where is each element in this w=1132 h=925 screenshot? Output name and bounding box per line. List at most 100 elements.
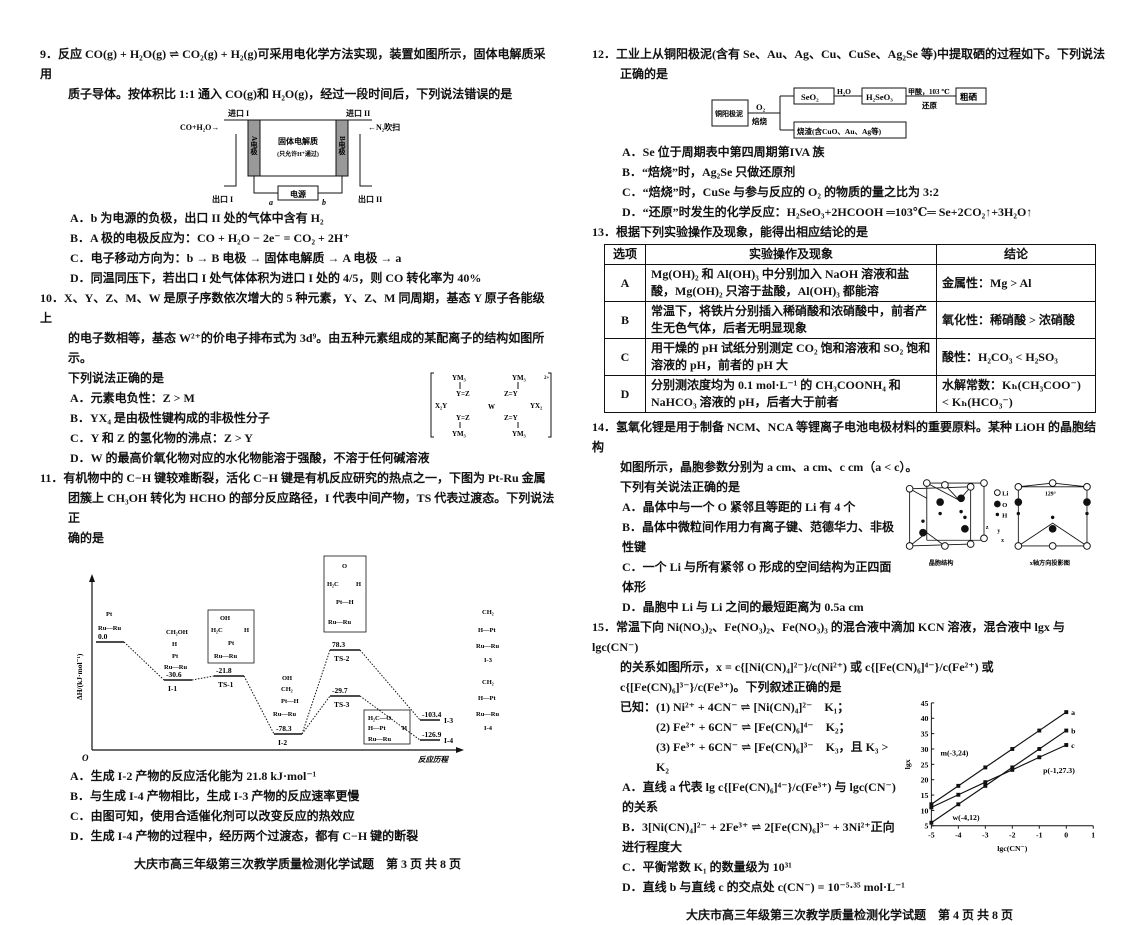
svg-text:y: y (997, 529, 1000, 535)
q14-stem-2: 如图所示，晶胞参数分别为 a cm、a cm、c cm（a < c）。 (620, 460, 918, 474)
point-annotation: w(-4,12) (952, 813, 979, 822)
q11-option-a: A．生成 I-2 产物的反应活化能为 21.8 kJ·mol⁻¹ (70, 769, 317, 783)
svg-text:Ru—Ru: Ru—Ru (476, 711, 500, 718)
energy-profile-diagram: O 反应历程 ΔH/(kJ·mol⁻¹) 0.0-30.6I-1-21.8TS-… (75, 555, 500, 764)
svg-text:X₂Y: X₂Y (435, 402, 447, 410)
q15-stem-2: 的关系如图所示，x = c{[Ni(CN)₄]²⁻}/c(Ni²⁺) 或 c{[… (620, 660, 994, 694)
data-point-a (1064, 710, 1069, 715)
svg-text:x: x (1001, 538, 1004, 544)
data-point-c (983, 780, 988, 785)
svg-text:烧渣(含CuO、Au、Ag等): 烧渣(含CuO、Au、Ag等) (797, 126, 882, 136)
right-page-column: 12．工业上从铜阳极泥(含有 Se、Au、Ag、Cu、CuSe、Ag₂Se 等)… (592, 44, 1107, 925)
header-operation: 实验操作及现象 (645, 244, 937, 265)
header-option: 选项 (604, 244, 646, 265)
svg-text:O: O (82, 753, 89, 763)
svg-text:Li: Li (1002, 490, 1008, 497)
q15-known-3: (3) Fe³⁺ + 6CN⁻ ⇌ [Fe(CN)₆]³⁻ K₃，且 K₃ > … (656, 740, 889, 774)
data-point-a (1010, 747, 1015, 751)
point-annotation: p(-1,27.3) (1043, 766, 1075, 775)
q14-option-a: A．晶体中与一个 O 紧邻且等距的 Li 有 4 个 (622, 500, 856, 514)
energy-value-label: -78.3 (276, 724, 292, 733)
svg-text:Pt: Pt (172, 653, 179, 660)
energy-state-label: I-2 (278, 738, 287, 747)
svg-text:H: H (244, 627, 249, 634)
svg-text:SeO₂: SeO₂ (801, 92, 819, 102)
q9-option-c: C．电子移动方向为：b → B 电极 → 固体电解质 → A 电极 → a (70, 251, 402, 265)
energy-path-link (191, 675, 214, 681)
svg-text:H—Pt: H—Pt (478, 627, 497, 634)
svg-text:Pt: Pt (228, 640, 235, 647)
svg-text:B电极: B电极 (337, 136, 346, 156)
y-tick-label: 25 (921, 760, 929, 769)
svg-text:H—Pt: H—Pt (368, 725, 387, 732)
svg-text:OH: OH (220, 615, 230, 622)
energy-path-link (123, 641, 164, 681)
q12-option-d: D．“还原”时发生的化学反应：H₂SeO₃+2HCOOH ═103℃═ Se+2… (622, 205, 1033, 219)
svg-text:2+: 2+ (544, 376, 550, 381)
svg-text:CH₂: CH₂ (482, 679, 494, 686)
svg-text:焙烧: 焙烧 (752, 116, 767, 126)
energy-state-label: TS-3 (334, 700, 350, 709)
energy-state-label: TS-2 (334, 654, 350, 663)
energy-state-label: I-3 (444, 716, 453, 725)
svg-text:晶胞结构: 晶胞结构 (929, 559, 954, 567)
series-line-c (931, 744, 1067, 808)
q11-option-c: C．由图可知，使用合适催化剂可以改变反应的热效应 (70, 809, 355, 823)
data-point-c (929, 805, 934, 810)
svg-text:Y=Z: Y=Z (456, 414, 470, 422)
y-tick-label: 15 (921, 791, 929, 800)
x-tick-label: 1 (1091, 830, 1095, 839)
question-15: 15．常温下向 Ni(NO₃)₂、Fe(NO₃)₂、Fe(NO₃)₃ 的混合液中… (592, 617, 1107, 897)
svg-text:Z=Y: Z=Y (504, 414, 518, 422)
svg-text:还原: 还原 (921, 100, 937, 110)
svg-text:YM₃: YM₃ (452, 430, 466, 438)
q10-option-b: B．YX₄ 是由极性键构成的非极性分子 (70, 411, 270, 425)
svg-text:进口 I: 进口 I (228, 108, 249, 118)
svg-text:H: H (172, 641, 177, 648)
q9-stem-1: 9．反应 CO(g) + H₂O(g) ⇌ CO₂(g) + H₂(g)可采用电… (40, 47, 546, 81)
svg-text:CH₂: CH₂ (281, 686, 293, 693)
svg-text:O: O (342, 563, 347, 570)
q10-stem-2: 的电子数相等，基态 W²⁺的价电子排布式为 3d⁹。由五种元素组成的某配离子的结… (68, 331, 545, 365)
q11-stem-3: 确的是 (68, 531, 105, 545)
data-point-b (956, 802, 961, 807)
svg-text:z: z (986, 525, 989, 531)
q10-stem-1: 10．X、Y、Z、M、W 是原子序数依次增大的 5 种元素，Y、Z、M 同周期，… (40, 291, 545, 325)
svg-text:CH₂: CH₂ (482, 609, 494, 616)
svg-text:粗硒: 粗硒 (960, 92, 978, 102)
question-12: 12．工业上从铜阳极泥(含有 Se、Au、Ag、Cu、CuSe、Ag₂Se 等)… (592, 44, 1107, 222)
svg-text:W: W (488, 403, 495, 411)
q14-stem-3: 下列有关说法正确的是 (620, 480, 741, 494)
svg-text:电源: 电源 (290, 189, 306, 199)
y-tick-label: 10 (921, 806, 929, 815)
energy-path-link (359, 695, 420, 741)
q14-option-c: C．一个 Li 与所有紧邻 O 形成的空间结构为正四面体形 (622, 560, 892, 594)
x-tick-label: -3 (982, 830, 989, 839)
data-point-c (1037, 755, 1042, 760)
x-tick-label: -5 (928, 830, 935, 839)
q15-known-2: (2) Fe²⁺ + 6CN⁻ ⇌ [Fe(CN)₆]⁴⁻ K₂； (656, 720, 851, 734)
y-tick-label: 5 (925, 822, 929, 831)
svg-text:反应历程: 反应历程 (418, 755, 449, 764)
svg-text:I-3: I-3 (484, 657, 493, 664)
energy-value-label: 78.3 (332, 640, 345, 649)
question-11: 11．有机物中的 C−H 键较难断裂，活化 C−H 键是有机反应研究的热点之一，… (40, 468, 555, 846)
table-header-row: 选项 实验操作及现象 结论 (604, 244, 1096, 265)
svg-text:129°: 129° (1045, 490, 1056, 497)
energy-value-label: -126.9 (422, 730, 442, 739)
x-tick-label: -1 (1036, 830, 1043, 839)
energy-value-label: -30.6 (166, 670, 182, 679)
data-point-b (1064, 728, 1069, 733)
q12-option-c: C．“焙烧”时，CuSe 与参与反应的 O₂ 的物质的量之比为 3:2 (622, 185, 939, 199)
y-tick-label: 35 (921, 730, 929, 739)
page-footer-right: 大庆市高三年级第三次教学质量检测化学试题 第 4 页 共 8 页 (685, 908, 1013, 922)
svg-text:Pt—H: Pt—H (281, 698, 299, 705)
q9-option-b: B．A 极的电极反应为：CO + H₂O − 2e⁻ = CO₂ + 2H⁺ (70, 231, 350, 245)
svg-text:H₂C: H₂C (211, 627, 223, 634)
svg-text:A电极: A电极 (249, 136, 258, 156)
svg-text:H—Pt: H—Pt (478, 695, 497, 702)
